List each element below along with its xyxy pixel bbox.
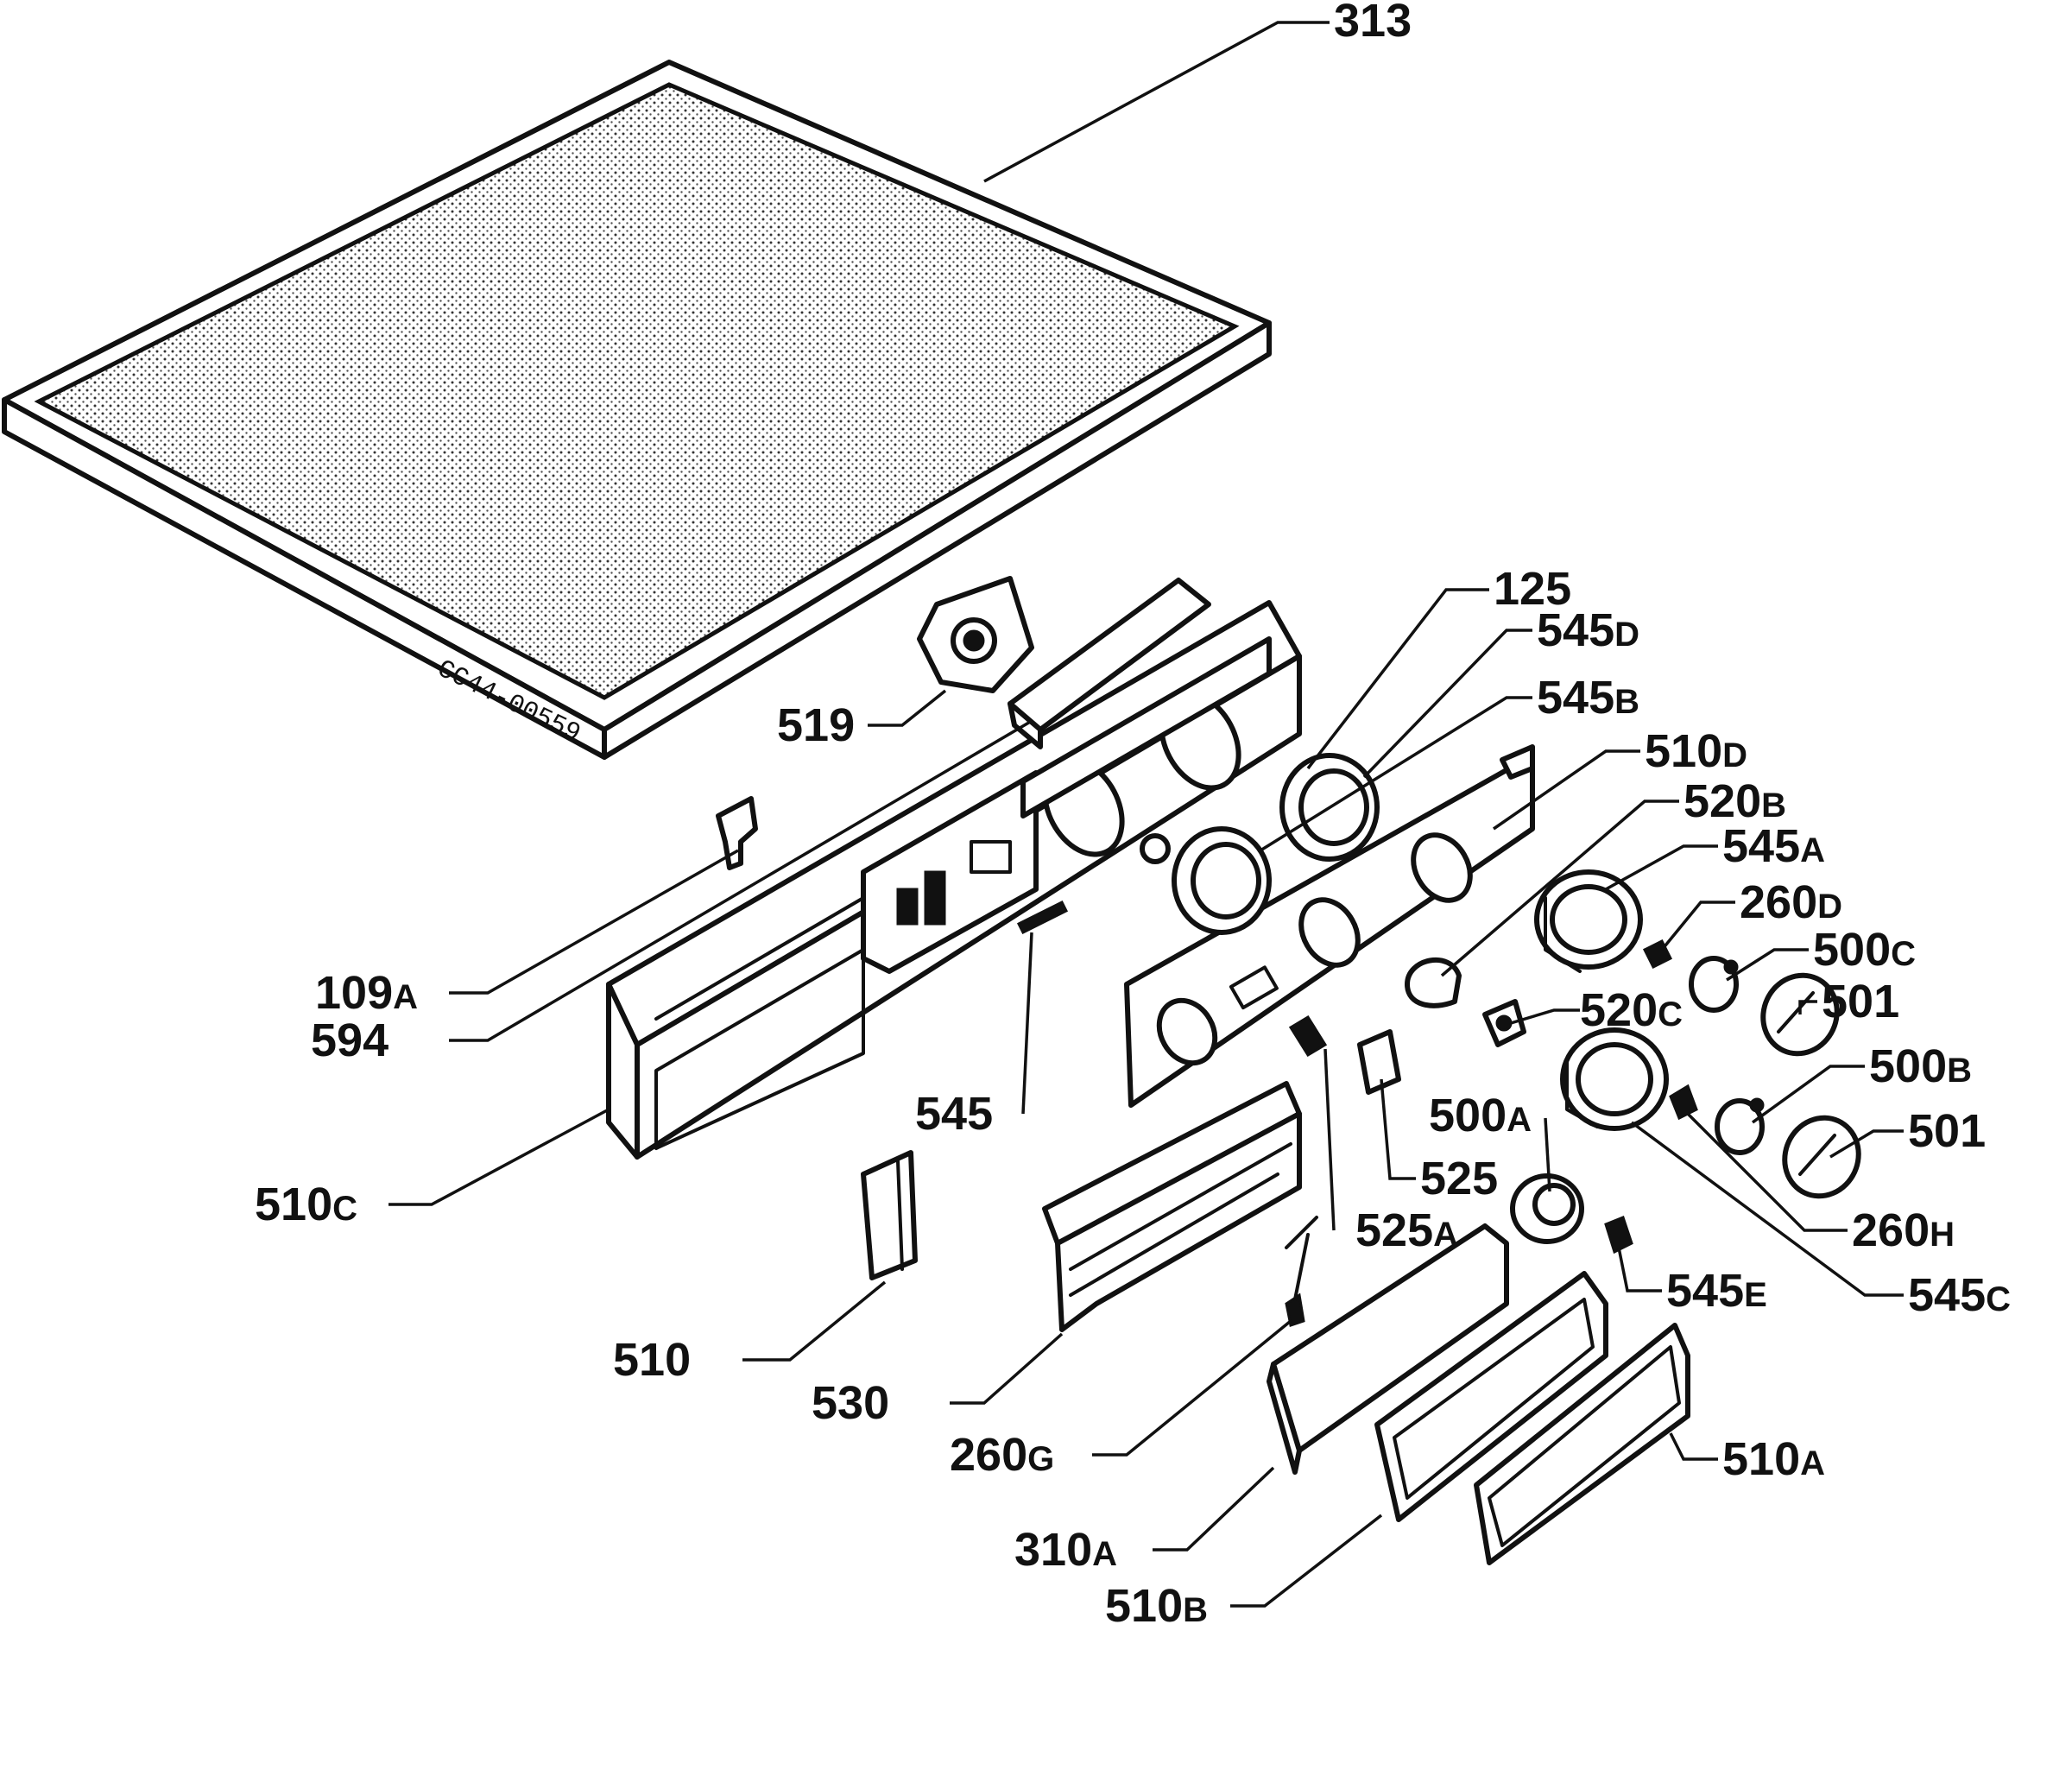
leader-510D xyxy=(1493,749,1640,831)
leader-125 xyxy=(1306,588,1489,770)
label-510: 510 xyxy=(613,1334,691,1386)
label-545D: 545D xyxy=(1537,604,1639,656)
leader-545B xyxy=(1260,696,1532,852)
clip-520C xyxy=(1482,999,1526,1047)
control-panel-front xyxy=(606,600,1302,1160)
spring-260H xyxy=(1669,1084,1698,1121)
leader-260D xyxy=(1660,901,1735,951)
panel-510B xyxy=(1374,1271,1608,1522)
grease-filter-313: CC44-00559 xyxy=(2,60,1272,760)
lamp-545E xyxy=(1604,1216,1633,1255)
leader-260G xyxy=(1092,1319,1292,1457)
panel-510A xyxy=(1474,1323,1690,1565)
knob-bezel-510D xyxy=(1124,744,1535,1108)
leader-525 xyxy=(1380,1078,1416,1180)
block-525 xyxy=(1357,1029,1401,1095)
leader-lines xyxy=(388,21,1904,1608)
label-125: 125 xyxy=(1494,563,1571,615)
leader-545E xyxy=(1617,1247,1662,1292)
label-501-upper: 501 xyxy=(1822,976,1899,1027)
label-510B: 510B xyxy=(1105,1580,1208,1632)
leader-510 xyxy=(742,1280,887,1362)
leader-594 xyxy=(449,719,1033,1042)
leader-510B xyxy=(1230,1514,1383,1608)
selector-switch-519 xyxy=(917,576,1034,693)
label-545C: 545C xyxy=(1908,1269,2011,1321)
leader-530 xyxy=(950,1332,1064,1405)
leader-501b xyxy=(1829,1129,1904,1159)
leader-519 xyxy=(868,689,947,727)
knob-insert-500A xyxy=(1510,1173,1584,1244)
clip-109A xyxy=(716,796,758,870)
label-500A: 500A xyxy=(1429,1090,1532,1141)
front-cover-310A xyxy=(1267,1223,1509,1475)
knob-insert-500B xyxy=(1715,1097,1765,1155)
label-260H: 260H xyxy=(1852,1204,1955,1256)
pin-260G xyxy=(1285,1216,1318,1327)
leader-510C xyxy=(388,1108,610,1206)
knob-housing-545A xyxy=(1534,869,1643,973)
leader-520C xyxy=(1510,1008,1580,1025)
leader-545D xyxy=(1362,629,1532,779)
lamp-ring-545B xyxy=(1140,826,1272,935)
lamp-545 xyxy=(1016,900,1069,935)
label-510A: 510A xyxy=(1722,1433,1825,1485)
label-109A: 109A xyxy=(315,967,418,1019)
label-500C: 500C xyxy=(1813,924,1916,976)
leader-510A xyxy=(1669,1432,1718,1461)
leader-545 xyxy=(1021,932,1033,1115)
part-labels: 313 125 545D 545B 510D 520B 545A 260D 50… xyxy=(255,0,2011,1632)
leader-109A xyxy=(449,849,739,995)
side-trim-510 xyxy=(861,1150,918,1280)
leader-545C xyxy=(1630,1121,1904,1297)
label-520B: 520B xyxy=(1684,775,1786,827)
label-545: 545 xyxy=(915,1088,993,1140)
label-500B: 500B xyxy=(1869,1040,1972,1092)
knob-insert-500C xyxy=(1689,956,1739,1013)
label-530: 530 xyxy=(812,1377,889,1429)
screw-525A xyxy=(1288,1014,1328,1058)
label-520C: 520C xyxy=(1580,984,1683,1036)
leader-500A xyxy=(1544,1117,1551,1192)
leader-313 xyxy=(983,21,1330,183)
label-519: 519 xyxy=(777,699,855,751)
label-313: 313 xyxy=(1334,0,1412,47)
leader-260H xyxy=(1682,1108,1848,1232)
leader-500C xyxy=(1726,948,1809,982)
label-260D: 260D xyxy=(1740,876,1842,928)
leader-310A xyxy=(1153,1466,1275,1552)
label-545B: 545B xyxy=(1537,672,1639,724)
label-525: 525 xyxy=(1420,1153,1498,1204)
leader-520B xyxy=(1440,800,1679,977)
label-594: 594 xyxy=(311,1014,388,1066)
leader-525A xyxy=(1323,1048,1336,1231)
leader-501a xyxy=(1798,1000,1817,1014)
label-501-lower: 501 xyxy=(1908,1105,1986,1157)
label-510D: 510D xyxy=(1645,725,1747,777)
label-545A: 545A xyxy=(1722,820,1825,872)
label-510C: 510C xyxy=(255,1179,357,1230)
label-525A: 525A xyxy=(1355,1204,1458,1256)
label-545E: 545E xyxy=(1666,1265,1767,1317)
label-310A: 310A xyxy=(1014,1524,1117,1576)
control-knob-501-lower xyxy=(1782,1115,1861,1199)
leader-500B xyxy=(1751,1065,1865,1124)
door-handle-530 xyxy=(1042,1081,1302,1332)
label-260G: 260G xyxy=(950,1429,1054,1481)
knob-housing-545C xyxy=(1560,1027,1669,1131)
leader-545A xyxy=(1605,844,1718,891)
